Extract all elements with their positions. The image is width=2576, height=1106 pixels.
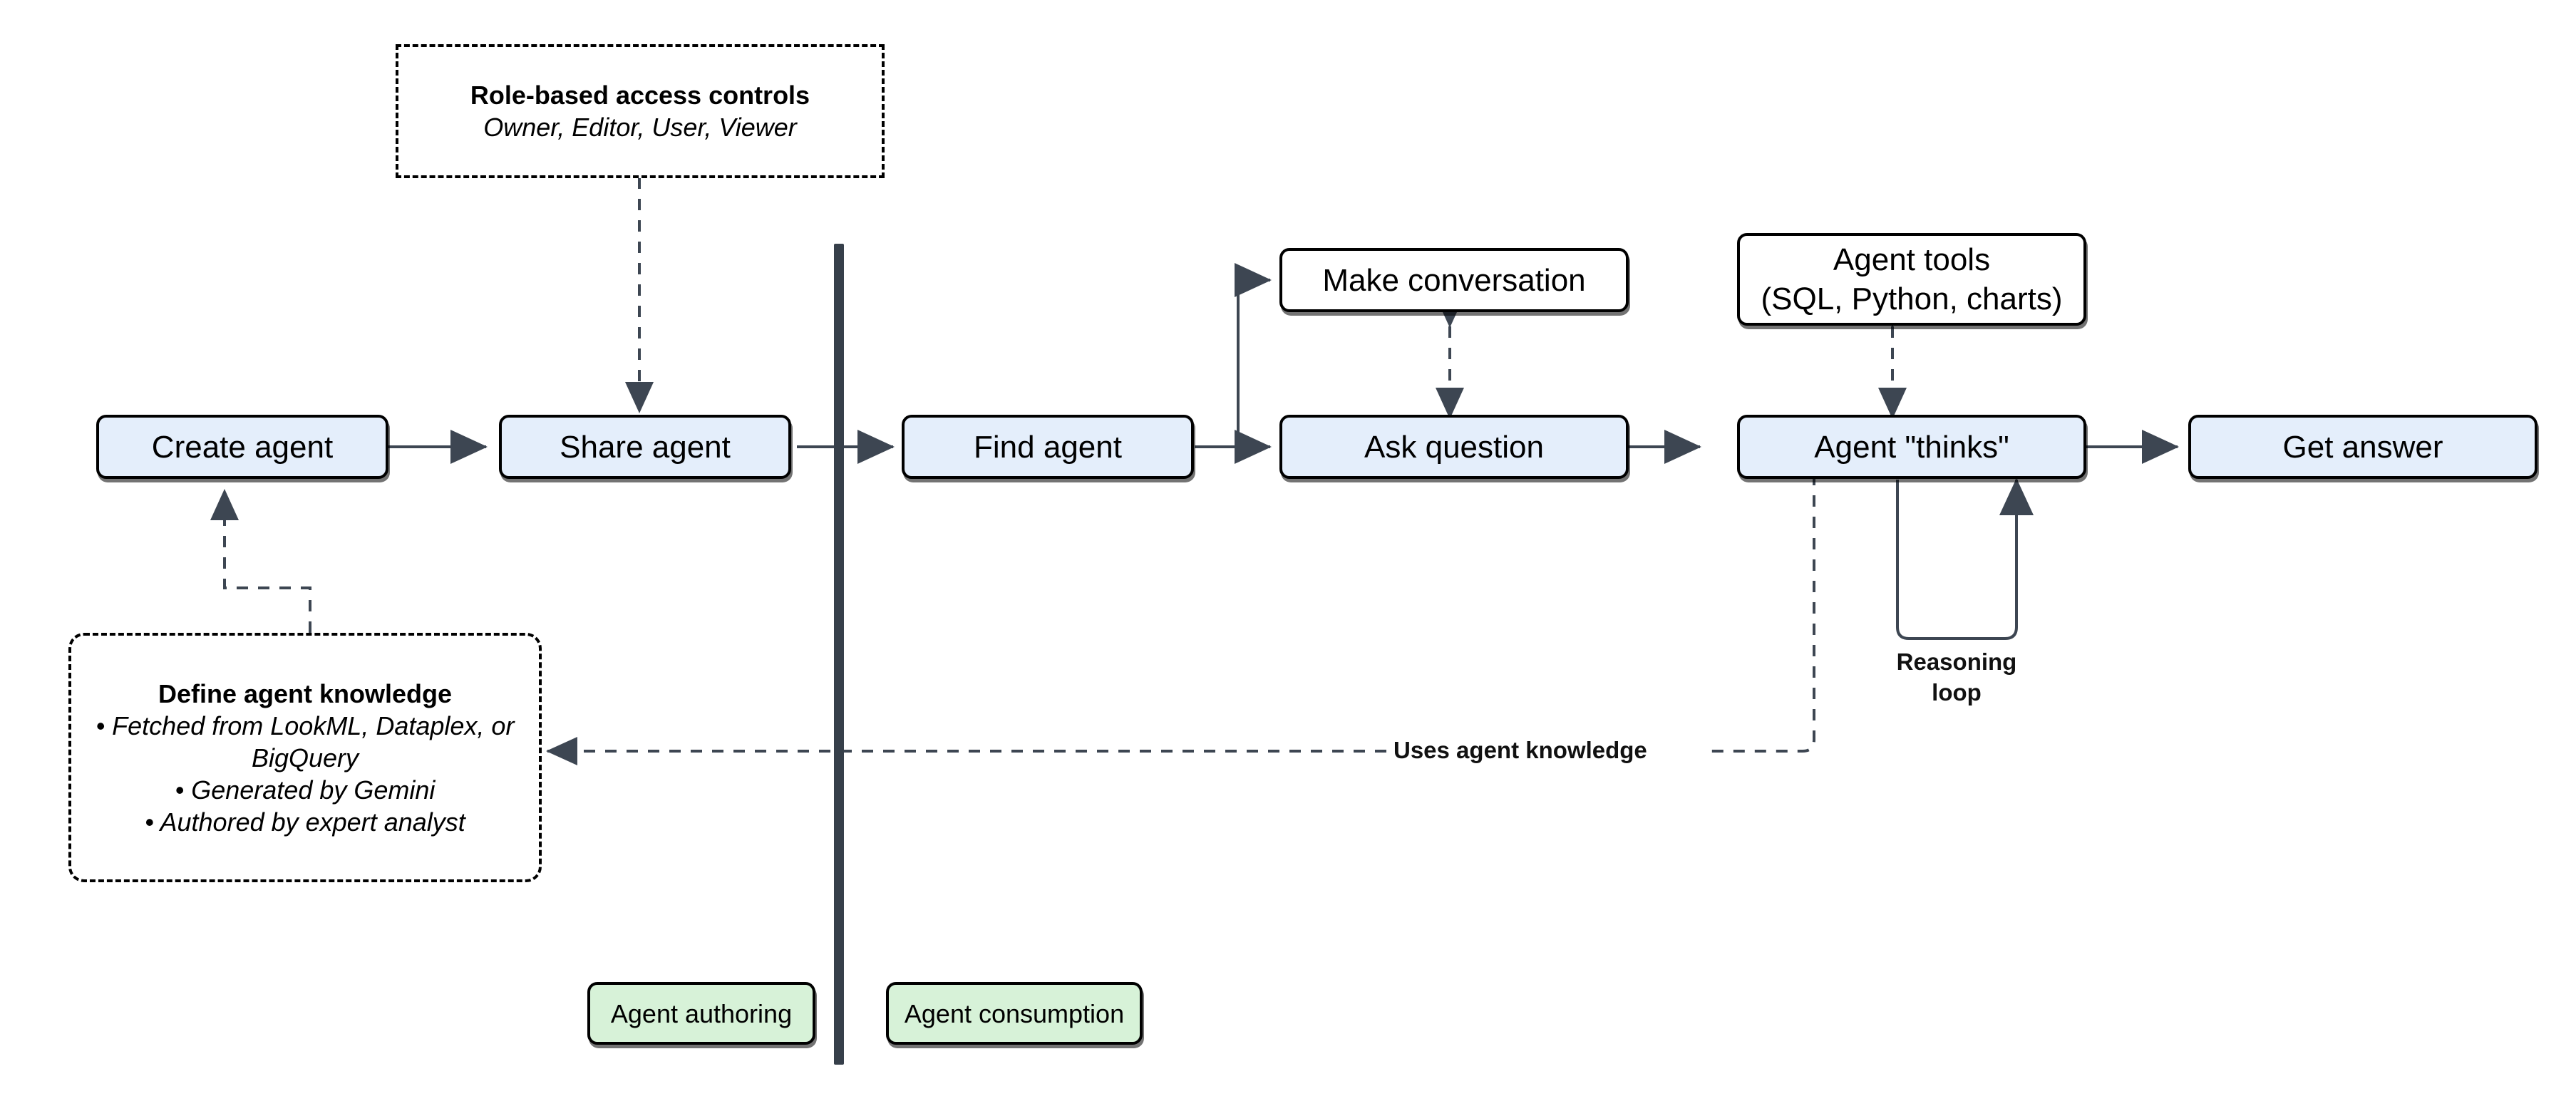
rbac-title: Role-based access controls: [470, 81, 810, 110]
knowledge-title: Define agent knowledge: [158, 678, 453, 708]
phase-divider: [834, 244, 844, 1065]
node-create-agent[interactable]: Create agent: [96, 415, 388, 479]
label-reasoning-loop: Reasoning loop: [1867, 647, 2046, 708]
agent-tools-line-1: Agent tools: [1833, 242, 1991, 277]
list-item: • Generated by Gemini: [175, 775, 436, 805]
reasoning-loop-line-1: Reasoning: [1896, 648, 2017, 675]
node-agent-tools[interactable]: Agent tools (SQL, Python, charts): [1737, 233, 2086, 326]
node-agent-thinks[interactable]: Agent "thinks": [1737, 415, 2086, 479]
edge-branch-to-make-conversation: [1235, 263, 1272, 447]
rbac-subtitle: Owner, Editor, User, Viewer: [483, 113, 797, 142]
node-find-agent[interactable]: Find agent: [902, 415, 1194, 479]
legend-agent-authoring: Agent authoring: [587, 982, 815, 1045]
node-share-agent[interactable]: Share agent: [499, 415, 791, 479]
edge-knowledge-to-create: [210, 489, 311, 633]
knowledge-bullet-list: • Fetched from LookML, Dataplex, or BigQ…: [84, 710, 526, 838]
note-role-based-access-controls: Role-based access controls Owner, Editor…: [396, 44, 885, 178]
agent-tools-line-2: (SQL, Python, charts): [1761, 281, 2063, 316]
reasoning-loop-line-2: loop: [1932, 678, 1982, 706]
label-uses-agent-knowledge: Uses agent knowledge: [1386, 737, 1654, 764]
list-item: • Fetched from LookML, Dataplex, or BigQ…: [96, 710, 515, 772]
node-ask-question[interactable]: Ask question: [1279, 415, 1629, 479]
legend-agent-consumption: Agent consumption: [886, 982, 1143, 1045]
edge-uses-agent-knowledge-right: [1707, 474, 1815, 753]
node-make-conversation[interactable]: Make conversation: [1279, 248, 1629, 312]
list-item: • Authored by expert analyst: [145, 807, 465, 837]
edge-reasoning-loop: [1896, 478, 2034, 640]
node-get-answer[interactable]: Get answer: [2188, 415, 2538, 479]
note-define-agent-knowledge: Define agent knowledge • Fetched from Lo…: [68, 633, 542, 882]
